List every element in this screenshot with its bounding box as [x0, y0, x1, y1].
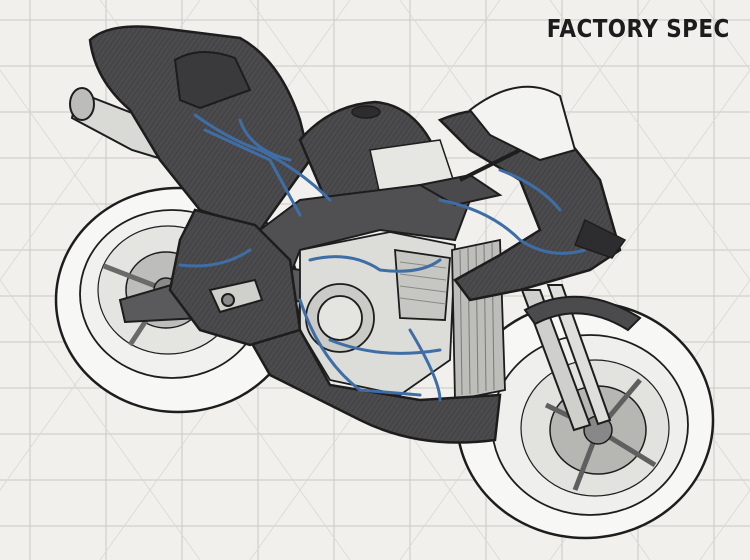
handlebar	[417, 148, 521, 207]
front-fork	[520, 284, 612, 432]
footpeg	[208, 278, 264, 314]
exhaust	[69, 87, 167, 162]
hose-routing	[178, 113, 587, 402]
seat	[173, 50, 252, 110]
windscreen	[468, 85, 577, 162]
fuel-cap	[351, 105, 381, 119]
side-fairing	[168, 208, 302, 347]
front-fender	[523, 295, 642, 332]
headlight	[574, 218, 627, 259]
tail-fairing	[88, 25, 312, 232]
belly-pan	[248, 328, 502, 444]
page-title: FACTORY SPEC	[547, 14, 730, 43]
front-wheel	[455, 300, 715, 540]
